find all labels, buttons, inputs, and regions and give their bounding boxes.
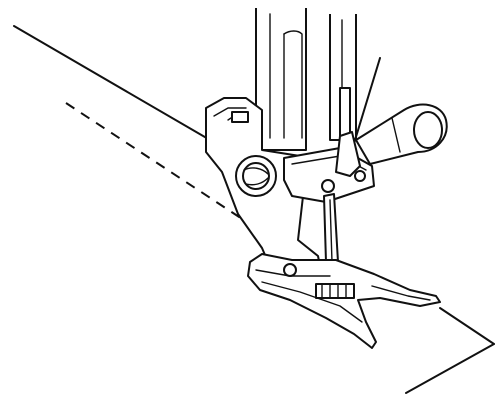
presser-foot-shank [205,97,323,283]
needle-clamp [283,131,375,203]
needle-icon [323,193,339,271]
thread-line [351,57,381,151]
fabric-edge-line-right-upper [439,307,495,345]
presser-foot-icon [247,253,441,349]
fabric-edge-line-right-lower [405,343,495,394]
fabric-edge-line-top [13,25,211,141]
needle-bar [329,14,357,147]
stitch-line-dashed [65,102,269,237]
presser-bar [255,8,307,151]
thumbscrew-knob [355,103,448,165]
